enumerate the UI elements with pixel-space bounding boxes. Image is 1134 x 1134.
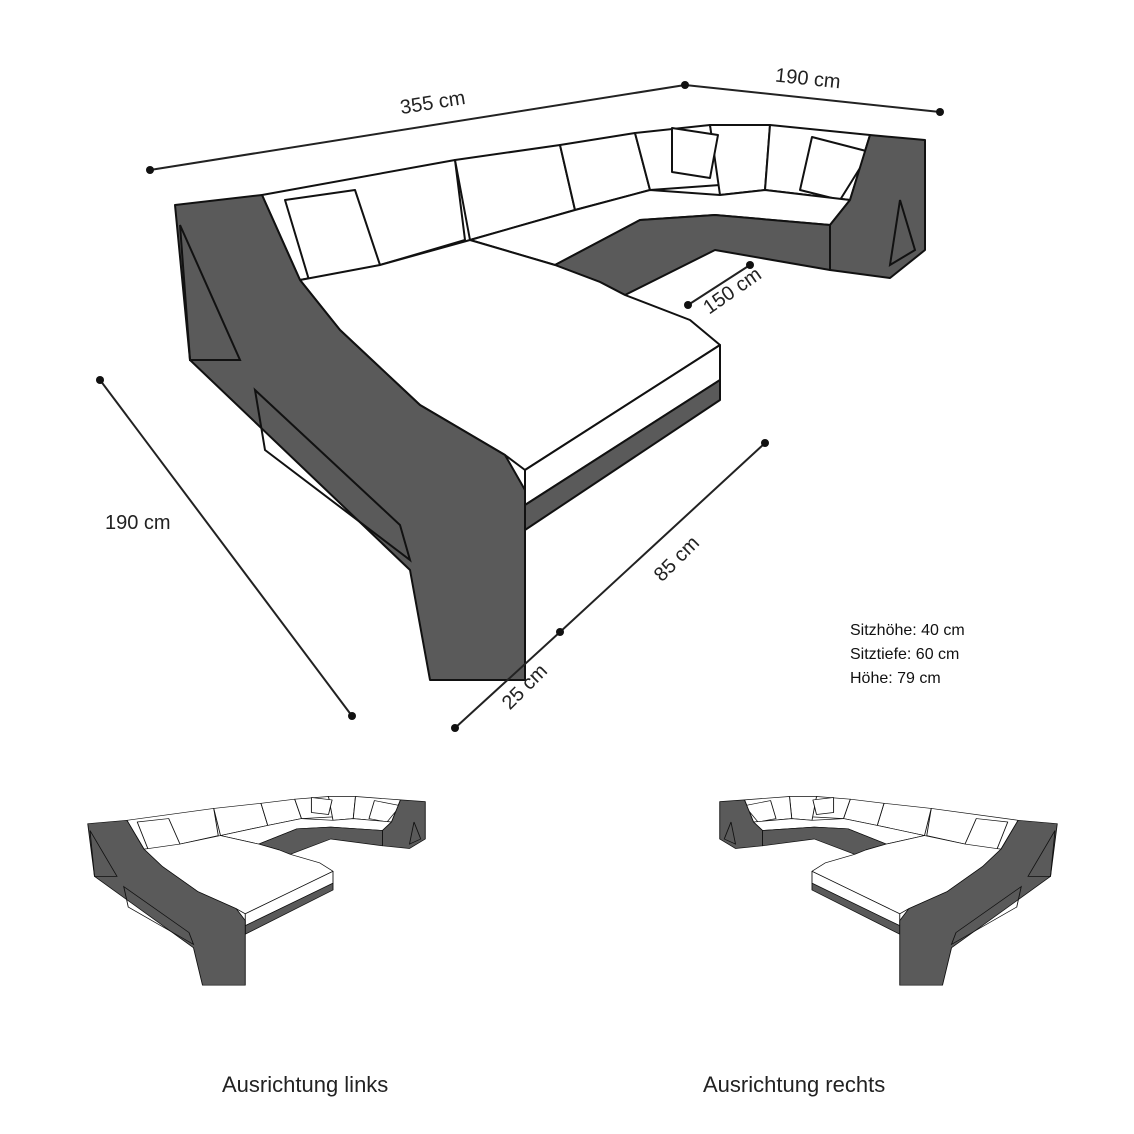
dim-line-190-left — [99, 379, 353, 717]
spec-seat-height: Sitzhöhe: 40 cm — [850, 622, 965, 639]
dim-line-355 — [149, 84, 686, 171]
spec-height: Höhe: 79 cm — [850, 670, 941, 687]
caption-right-orientation: Ausrichtung rechts — [703, 1072, 886, 1097]
sofa-variant-right — [719, 796, 1058, 986]
dim-label-190-left: 190 cm — [105, 512, 171, 534]
dim-line-25 — [454, 631, 561, 729]
sofa-variant-left — [87, 796, 426, 986]
dim-line-85 — [559, 442, 766, 633]
sofa-main-view — [174, 124, 926, 681]
spec-seat-depth: Sitztiefe: 60 cm — [850, 646, 960, 663]
dim-line-190-top — [684, 84, 941, 113]
dimension-endpoints — [96, 81, 944, 732]
dimension-lines — [99, 84, 941, 729]
dim-line-150 — [687, 264, 751, 306]
caption-left-orientation: Ausrichtung links — [222, 1072, 389, 1097]
